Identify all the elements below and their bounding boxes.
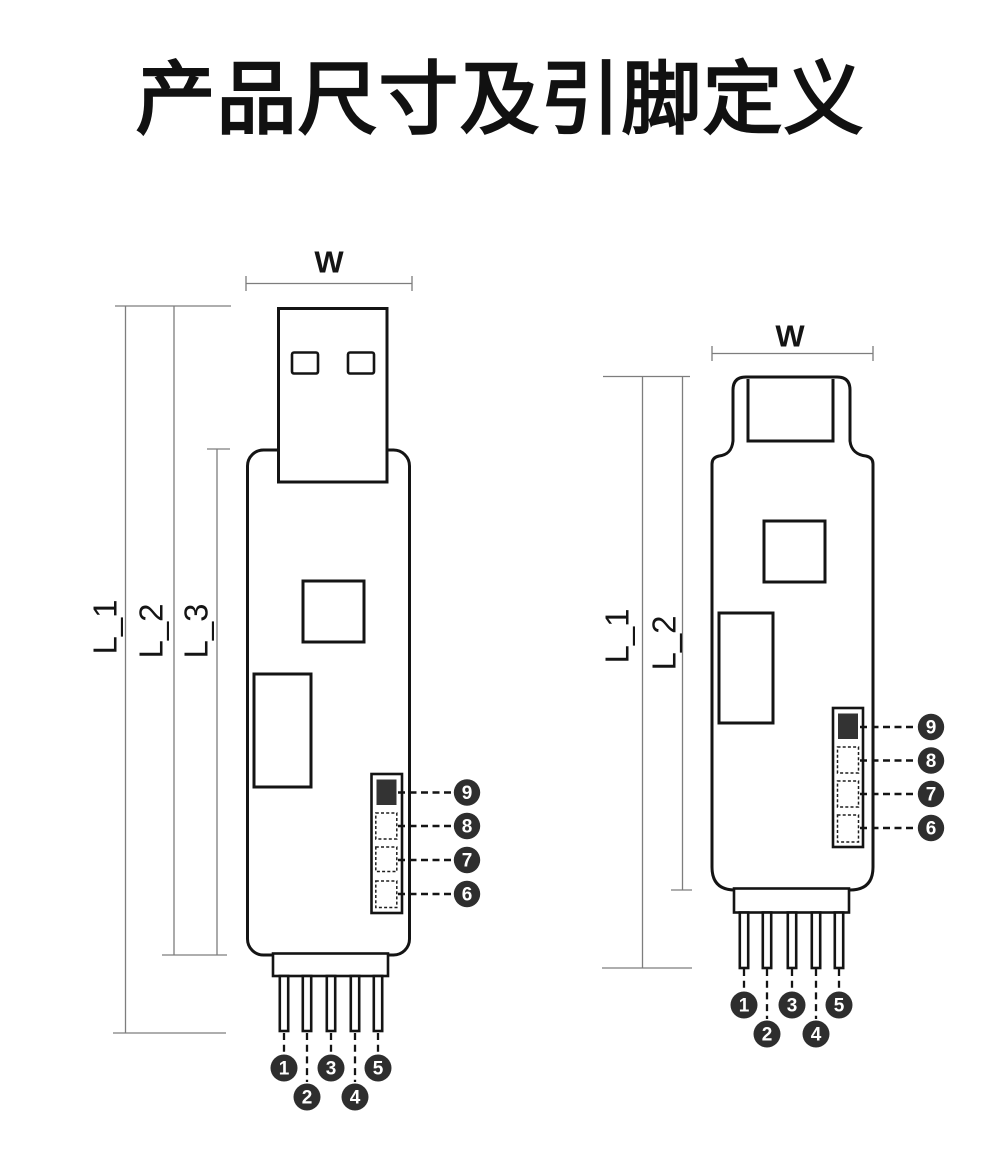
badge-number: 9 <box>462 783 473 804</box>
badge-circle <box>317 1054 345 1082</box>
pin-header-base <box>271 952 390 978</box>
pin-badge-3: 3 <box>778 991 806 1019</box>
pin <box>301 974 313 1033</box>
pin-badge-7: 7 <box>917 780 945 808</box>
pin <box>833 911 845 970</box>
badge-number: 2 <box>762 1025 773 1046</box>
pin-header-base <box>732 887 851 914</box>
dim-l3-label: L_3 <box>178 603 215 658</box>
side-pad-6 <box>375 880 398 909</box>
badge-circle <box>917 780 945 808</box>
usb-c-device-diagram: W L_1 L_2 <box>599 319 945 1048</box>
badge-number: 6 <box>462 885 473 906</box>
badge-number: 4 <box>350 1088 361 1109</box>
badge-number: 5 <box>834 996 845 1017</box>
pin <box>325 974 337 1033</box>
badge-circle <box>802 1020 830 1048</box>
rect-component <box>252 672 313 789</box>
width-dim-label: W <box>775 319 805 354</box>
pin-badge-6: 6 <box>917 814 945 842</box>
usb-a-bottom-pins: 1 2 3 4 5 <box>270 952 392 1111</box>
pin <box>761 911 773 970</box>
pin-badge-4: 4 <box>341 1083 369 1111</box>
chip-component <box>762 519 827 584</box>
pin-badge-5: 5 <box>825 991 853 1019</box>
side-pad-6 <box>836 814 860 843</box>
pin <box>278 974 290 1033</box>
dim-l1-label: L_1 <box>599 608 636 663</box>
badge-number: 6 <box>926 819 937 840</box>
badge-number: 5 <box>373 1059 384 1080</box>
pin-badge-6: 6 <box>453 880 481 908</box>
side-pad-8 <box>836 746 860 774</box>
usb-a-dimension-lines: W L_1 L_2 L_3 <box>87 245 413 1034</box>
badge-number: 8 <box>926 751 937 772</box>
pin-badge-1: 1 <box>730 991 758 1019</box>
usb-c-dimension-lines: W L_1 L_2 <box>599 319 874 969</box>
page-title: 产品尺寸及引脚定义 <box>135 55 865 144</box>
badge-circle <box>917 713 945 741</box>
badge-circle <box>341 1083 369 1111</box>
side-pad-7 <box>375 846 398 873</box>
chip-component <box>301 579 366 644</box>
badge-number: 3 <box>787 996 798 1017</box>
usb-a-plug <box>277 307 389 484</box>
dim-l2-label: L_2 <box>646 615 683 670</box>
badge-number: 1 <box>279 1059 290 1080</box>
badge-circle <box>730 991 758 1019</box>
pin-badge-1: 1 <box>270 1054 298 1082</box>
badge-number: 2 <box>302 1088 313 1109</box>
badge-circle <box>453 846 481 874</box>
badge-circle <box>453 812 481 840</box>
badge-circle <box>917 747 945 774</box>
pin <box>349 974 361 1033</box>
pin-badge-8: 8 <box>453 812 481 840</box>
pin-badge-2: 2 <box>293 1083 321 1111</box>
pin <box>786 911 798 970</box>
badge-number: 3 <box>326 1059 337 1080</box>
pin-badge-3: 3 <box>317 1054 345 1082</box>
badge-circle <box>453 779 481 806</box>
pin-badge-9: 9 <box>917 713 945 741</box>
badge-circle <box>270 1054 298 1082</box>
badge-circle <box>453 880 481 908</box>
badge-number: 4 <box>811 1025 822 1046</box>
badge-number: 7 <box>926 785 937 806</box>
side-pad-9 <box>838 713 858 739</box>
side-pad-9 <box>376 779 397 805</box>
badge-number: 1 <box>739 996 750 1017</box>
rect-component <box>717 611 775 725</box>
width-dim-label: W <box>314 245 344 280</box>
badge-circle <box>753 1020 781 1048</box>
badge-number: 8 <box>462 817 473 838</box>
usb-a-device-body <box>246 307 411 957</box>
pin-badge-5: 5 <box>364 1054 392 1082</box>
badge-circle <box>778 991 806 1019</box>
badge-number: 7 <box>462 851 473 872</box>
pin <box>738 911 750 970</box>
pin <box>810 911 822 970</box>
badge-number: 9 <box>926 718 937 739</box>
side-pad-8 <box>375 812 398 840</box>
pin <box>372 974 384 1033</box>
usb-c-bottom-pins: 1 2 3 4 5 <box>730 887 853 1048</box>
badge-circle <box>293 1083 321 1111</box>
side-pad-7 <box>836 780 860 808</box>
pin-badge-2: 2 <box>753 1020 781 1048</box>
badge-circle <box>917 814 945 842</box>
usb-a-contact <box>346 351 376 375</box>
pin-badge-7: 7 <box>453 846 481 874</box>
usb-c-plug-opening <box>746 379 835 443</box>
pin-badge-9: 9 <box>453 779 481 806</box>
usb-a-side-pads: 9 8 7 6 <box>370 772 481 915</box>
badge-circle <box>825 991 853 1019</box>
usb-a-contact <box>290 351 320 375</box>
badge-circle <box>364 1054 392 1082</box>
usb-a-device-diagram: W L_1 L_2 L_3 <box>87 245 481 1111</box>
pin-badge-8: 8 <box>917 747 945 774</box>
usb-c-side-pads: 9 8 7 6 <box>831 706 945 849</box>
dim-l2-label: L_2 <box>133 603 170 658</box>
dim-l1-label: L_1 <box>87 599 124 654</box>
pin-badge-4: 4 <box>802 1020 830 1048</box>
